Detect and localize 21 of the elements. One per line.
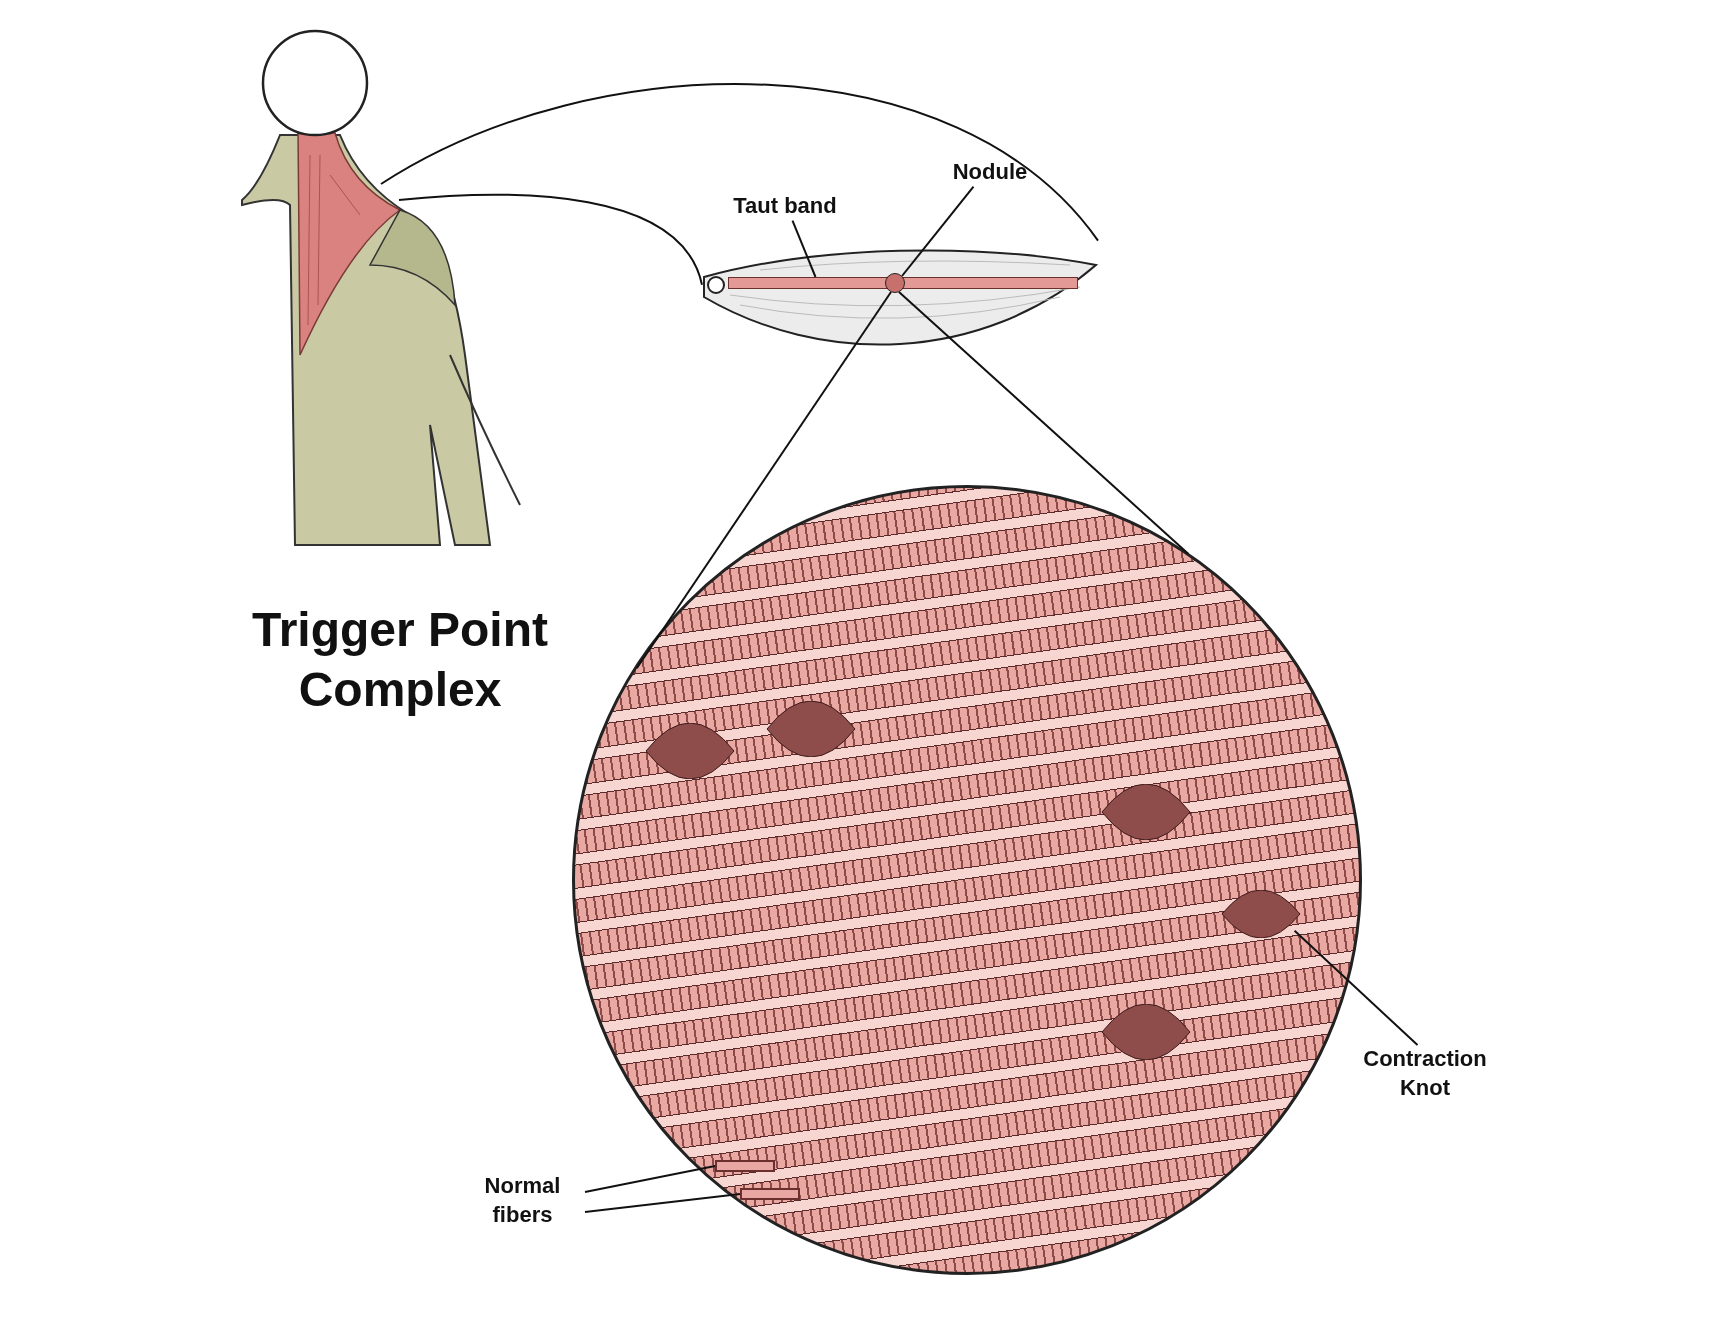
contraction-knot [1101, 1004, 1191, 1060]
contraction-knot [1101, 784, 1191, 840]
contraction-knot [766, 701, 856, 757]
magnification-line [380, 83, 1099, 242]
muscle-fiber [740, 1188, 800, 1200]
magnification-line [398, 193, 703, 286]
magnification-line [635, 291, 892, 670]
contraction-knot [645, 723, 735, 779]
leader-line [584, 1165, 716, 1193]
contraction-knot [1221, 890, 1301, 938]
magnification-line [898, 291, 1190, 555]
part-label: Taut band [710, 192, 860, 221]
part-label: Contraction Knot [1350, 1045, 1500, 1103]
diagram-title: Trigger Point Complex [251, 602, 549, 718]
leader-line [584, 1193, 741, 1214]
leader-line [901, 185, 975, 277]
taut-band [728, 277, 1078, 289]
muscle-fiber [715, 1160, 775, 1172]
leader-line [791, 219, 817, 278]
part-label: Normal fibers [460, 1172, 585, 1230]
part-label: Nodule [935, 158, 1045, 187]
